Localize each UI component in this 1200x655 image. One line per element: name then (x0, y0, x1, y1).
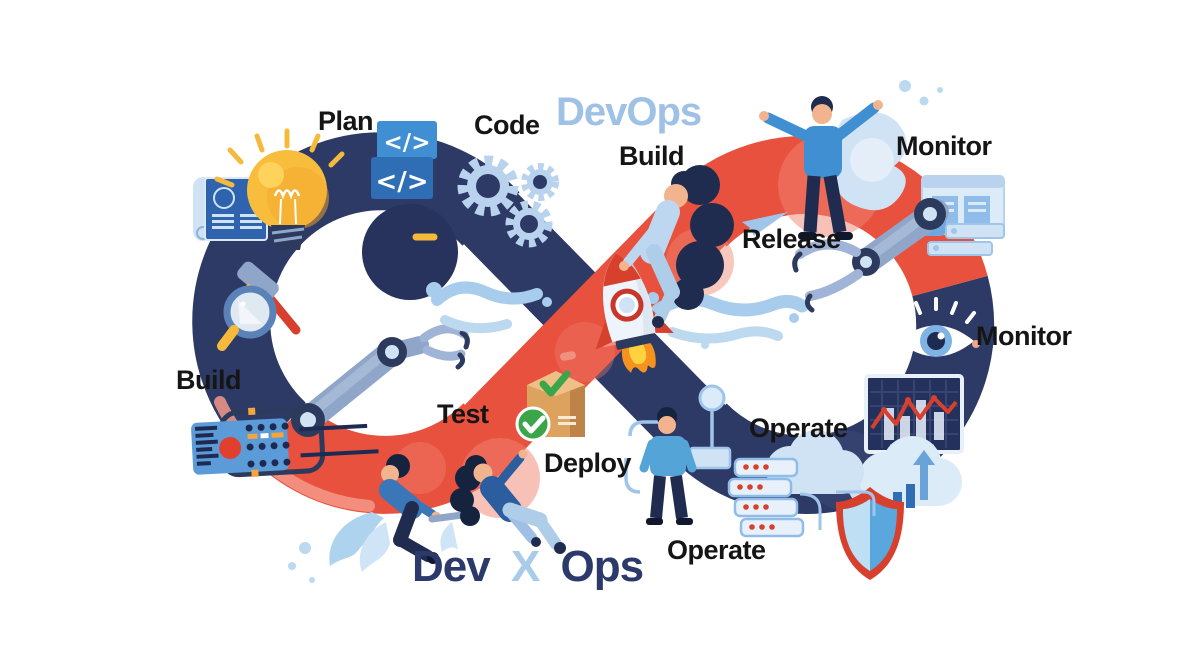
code-glyph: </> (384, 130, 431, 156)
check-badge-icon (515, 406, 551, 442)
code-blocks-icon: </> </> (371, 121, 437, 199)
shadow-blob (362, 204, 458, 300)
x-text: X (510, 542, 540, 591)
package-check-icon (515, 370, 585, 442)
lightbulb-icon (214, 128, 438, 250)
label-deploy: Deploy (544, 448, 632, 478)
bar-icon (906, 484, 915, 508)
robot-arm-right-icon (792, 198, 949, 313)
label-monitor-top: Monitor (896, 131, 992, 161)
label-plan: Plan (318, 106, 374, 136)
label-monitor-right: Monitor (976, 321, 1072, 351)
label-operate-right: Operate (749, 413, 848, 443)
dev-x-ops-title: Dev X Ops (412, 542, 645, 592)
ops-text: Ops (560, 542, 645, 591)
robot-arm-left-icon (291, 324, 470, 437)
circuit-board-icon (191, 406, 379, 478)
node-box-icon (688, 446, 732, 470)
dev-text: Dev (412, 542, 491, 591)
person-deploy-icon (440, 449, 566, 554)
bar-icon (893, 492, 902, 508)
label-build-top: Build (619, 141, 685, 171)
servers-icon (727, 430, 876, 538)
label-release: Release (742, 224, 841, 254)
devops-title: DevOps (556, 90, 702, 134)
water-splash-left-icon (426, 281, 552, 334)
eye-icon (896, 297, 980, 357)
check-icon (539, 370, 571, 397)
person-build-icon (619, 165, 734, 328)
label-code: Code (474, 110, 540, 140)
person-operate-icon (624, 384, 732, 525)
gauge-icon (698, 384, 726, 412)
shield-icon (836, 487, 904, 580)
person-release-icon (742, 80, 943, 240)
paper-plane-icon (742, 212, 788, 236)
code-glyph: </> (375, 167, 428, 197)
up-arrow-icon (913, 450, 935, 465)
search-hammer-icon (217, 261, 301, 351)
person-test-icon (288, 454, 466, 583)
gears-icon (457, 155, 559, 248)
label-operate-bottom: Operate (667, 535, 766, 565)
label-build-left: Build (176, 365, 242, 395)
label-test: Test (437, 399, 489, 429)
